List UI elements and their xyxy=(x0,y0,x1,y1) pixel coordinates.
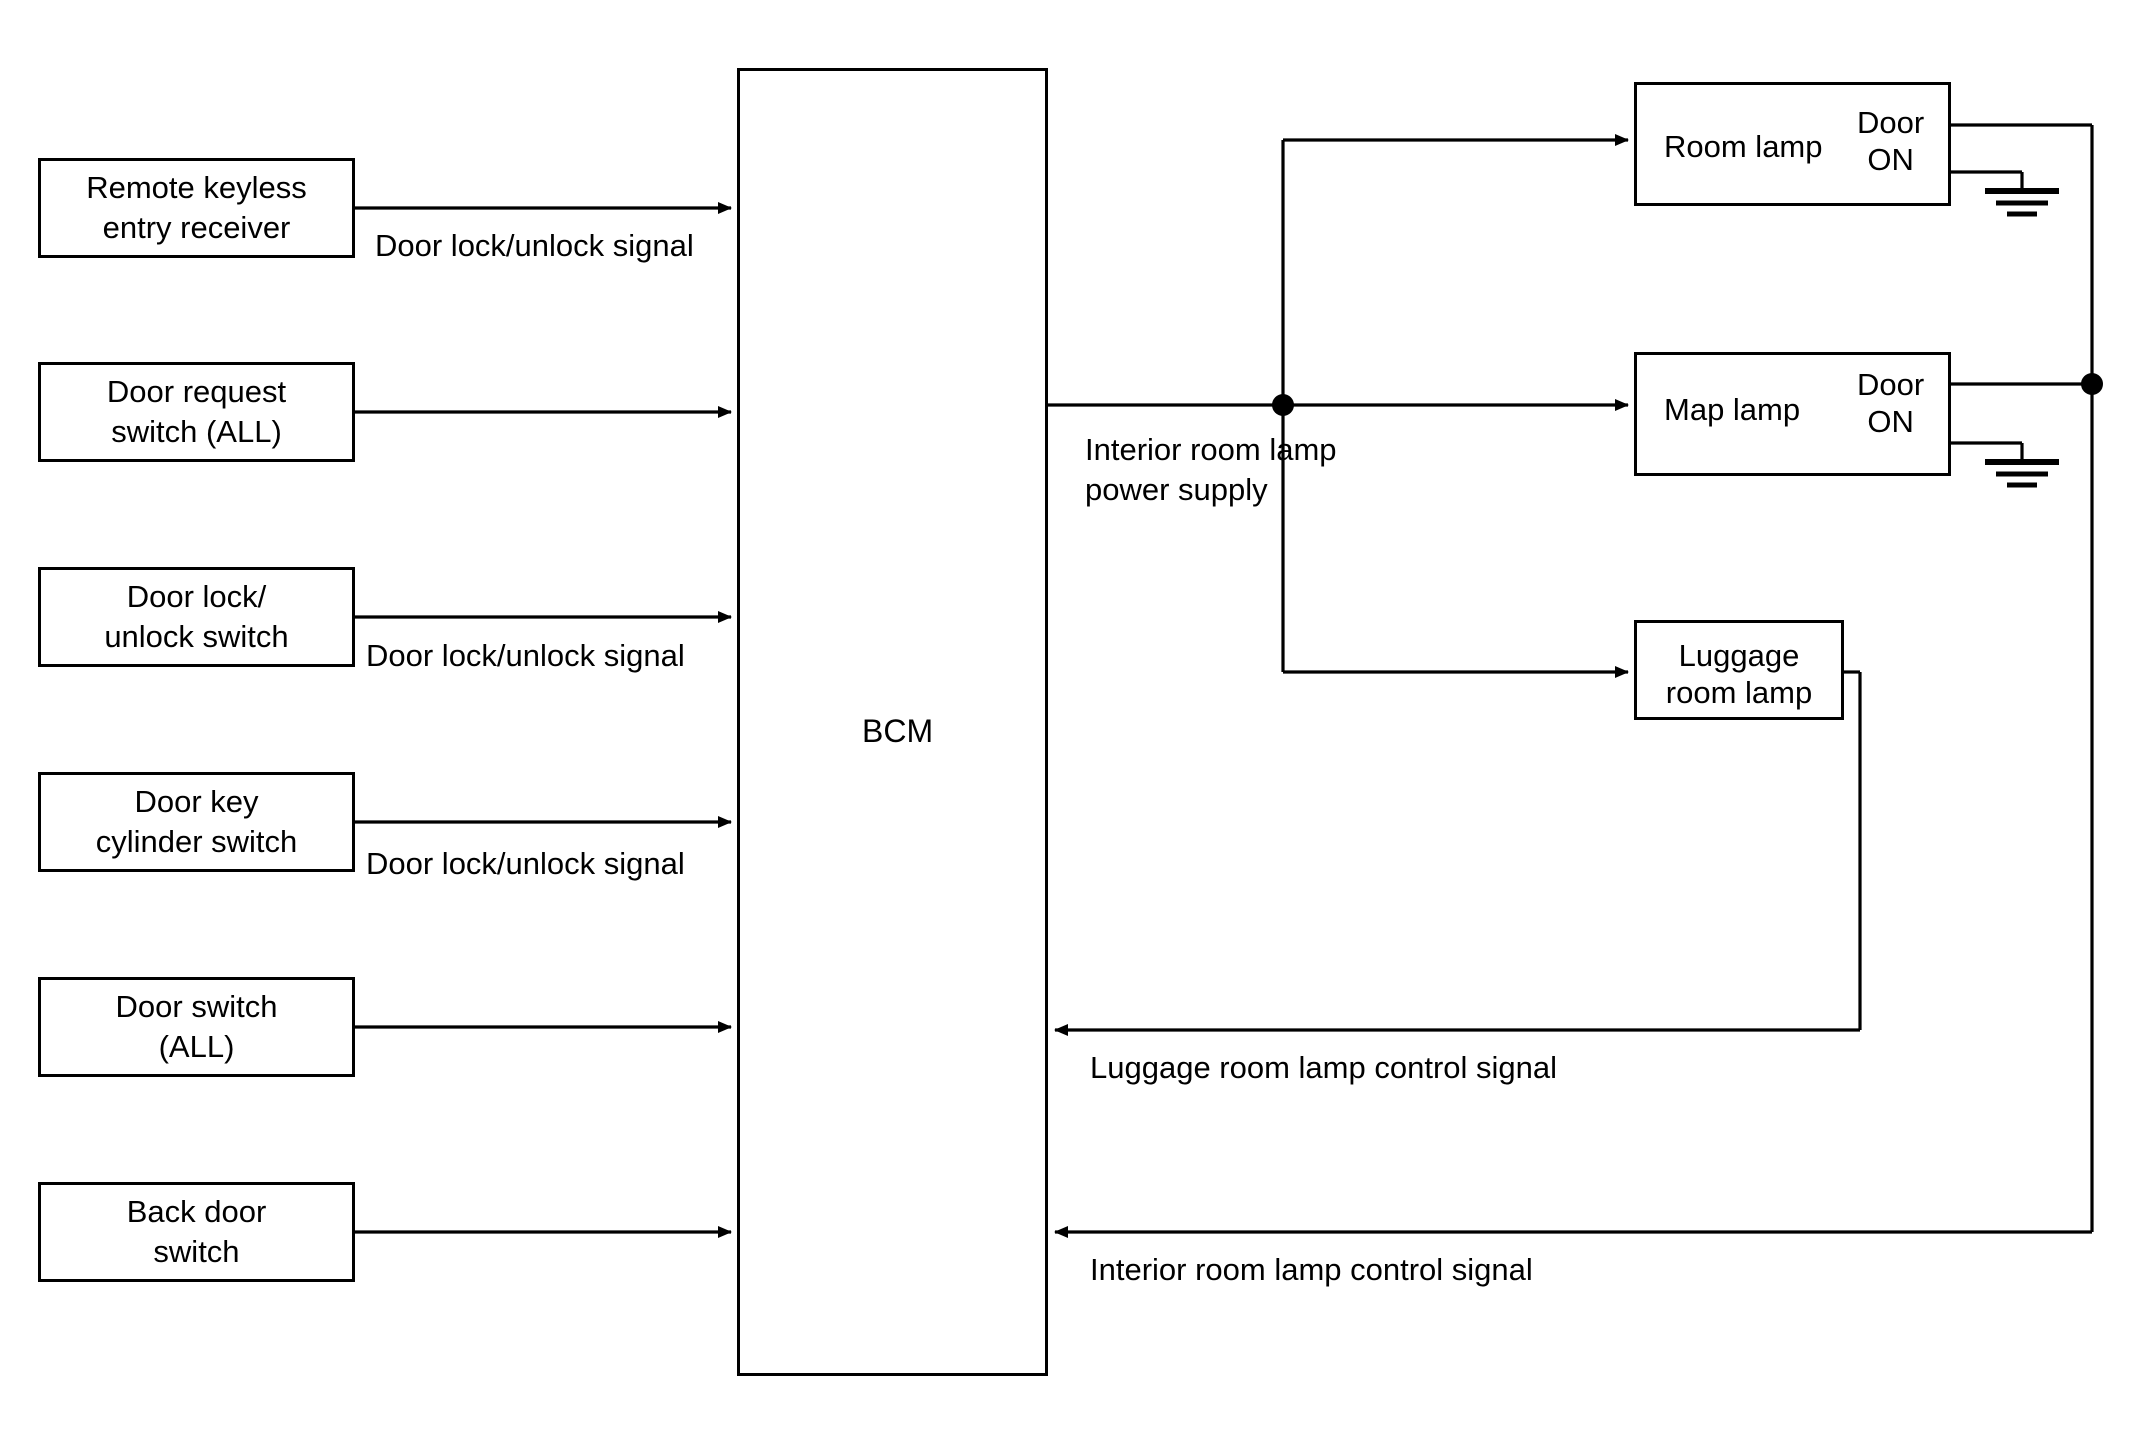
bcm-label: BCM xyxy=(862,713,934,749)
lamp-box-room-lamp[interactable] xyxy=(1634,82,1951,206)
input-label-line1: Back door xyxy=(126,1194,267,1230)
input-label-line1: Door switch xyxy=(115,989,278,1025)
junction-dot-return-bus xyxy=(2081,373,2103,395)
room-lamp-state: Door ON xyxy=(1857,104,1924,178)
signal-label-remote-keyless-entry-receiver: Door lock/unlock signal xyxy=(375,228,694,263)
input-label-line2: switch xyxy=(153,1234,240,1269)
ground-symbol-room-lamp xyxy=(1985,188,2059,217)
power-supply-label: Interior room lamp power supply xyxy=(1085,430,1337,511)
lamp-box-luggage-room-lamp[interactable] xyxy=(1634,620,1844,720)
room-lamp-state-line2: ON xyxy=(1867,142,1914,178)
ground-symbol-map-lamp xyxy=(1985,459,2059,488)
input-label-line2: switch (ALL) xyxy=(111,414,282,449)
luggage-room-lamp-label-line2: room lamp xyxy=(1665,675,1813,711)
signal-label-door-lock-unlock-switch: Door lock/unlock signal xyxy=(366,638,685,673)
input-box-door-switch-all[interactable]: Door switch (ALL) xyxy=(38,977,355,1077)
input-label-line2: unlock switch xyxy=(104,619,289,654)
map-lamp-state-line1: Door xyxy=(1857,367,1925,402)
input-label-line1: Door request xyxy=(106,374,287,410)
input-label-line2: cylinder switch xyxy=(95,824,298,859)
luggage-room-lamp-label-line1: Luggage xyxy=(1678,638,1800,673)
room-lamp-label: Room lamp xyxy=(1664,129,1823,164)
power-supply-label-line2: power supply xyxy=(1085,472,1268,508)
bcm-module[interactable] xyxy=(737,68,1048,1376)
power-supply-label-line1: Interior room lamp xyxy=(1085,432,1337,467)
signal-label-door-key-cylinder-switch: Door lock/unlock signal xyxy=(366,846,685,881)
input-box-door-key-cylinder-switch[interactable]: Door key cylinder switch xyxy=(38,772,355,872)
input-box-back-door-switch[interactable]: Back door switch xyxy=(38,1182,355,1282)
input-box-door-request-switch[interactable]: Door request switch (ALL) xyxy=(38,362,355,462)
feedback-label-interior-room-lamp-control-signal: Interior room lamp control signal xyxy=(1090,1252,1533,1287)
map-lamp-state-line2: ON xyxy=(1867,404,1914,440)
lamp-box-map-lamp[interactable] xyxy=(1634,352,1951,476)
input-label-line2: entry receiver xyxy=(102,210,291,245)
input-label-line1: Door lock/ xyxy=(126,579,267,615)
luggage-room-lamp-label: Luggage room lamp xyxy=(1654,637,1824,711)
map-lamp-label: Map lamp xyxy=(1664,392,1801,427)
input-label-line1: Door key xyxy=(134,784,259,820)
input-label-line1: Remote keyless xyxy=(86,170,307,206)
junction-dot-power-supply-branch xyxy=(1272,394,1294,416)
input-box-remote-keyless-entry-receiver[interactable]: Remote keyless entry receiver xyxy=(38,158,355,258)
input-label-line2: (ALL) xyxy=(158,1029,235,1064)
input-box-door-lock-unlock-switch[interactable]: Door lock/ unlock switch xyxy=(38,567,355,667)
map-lamp-state: Door ON xyxy=(1857,366,1924,440)
feedback-label-luggage-room-lamp-control-signal: Luggage room lamp control signal xyxy=(1090,1050,1557,1085)
room-lamp-state-line1: Door xyxy=(1857,105,1925,140)
